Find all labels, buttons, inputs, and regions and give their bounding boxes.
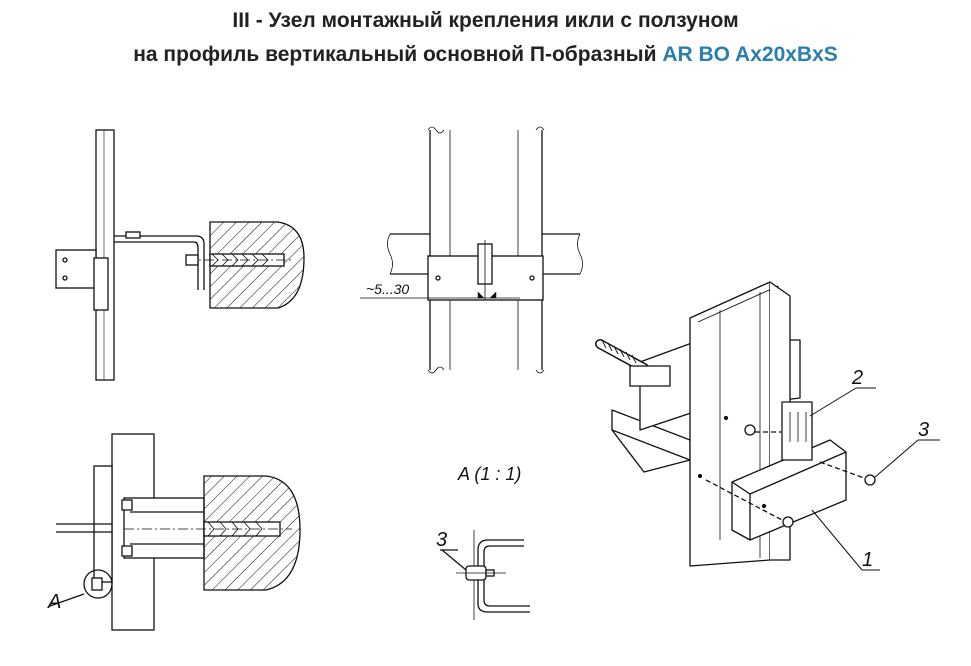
front-view	[360, 126, 583, 374]
detail-a-title: A (1 : 1)	[457, 464, 521, 484]
item-3-label: 3	[918, 419, 929, 441]
isometric-view	[595, 281, 940, 571]
anchor-bolt	[595, 339, 649, 373]
diagram-title-line1: III - Узел монтажный крепления икли с по…	[232, 9, 739, 32]
side-view-top	[55, 129, 305, 381]
diagram-title-line2: на профиль вертикальный основной П-образ…	[0, 42, 971, 68]
detail-a-view	[440, 530, 530, 620]
callout-a-label: A	[47, 591, 61, 613]
gap-dimension-label: ~5...30	[366, 281, 409, 297]
item-2-label: 2	[851, 367, 863, 389]
item-1-label: 1	[862, 549, 873, 571]
detail-item-3-label: 3	[436, 529, 447, 551]
profile-code: AR BO Ax20xBxS	[662, 43, 838, 66]
section-view-bottom	[49, 433, 301, 631]
title-line2-text: на профиль вертикальный основной П-образ…	[133, 43, 663, 66]
